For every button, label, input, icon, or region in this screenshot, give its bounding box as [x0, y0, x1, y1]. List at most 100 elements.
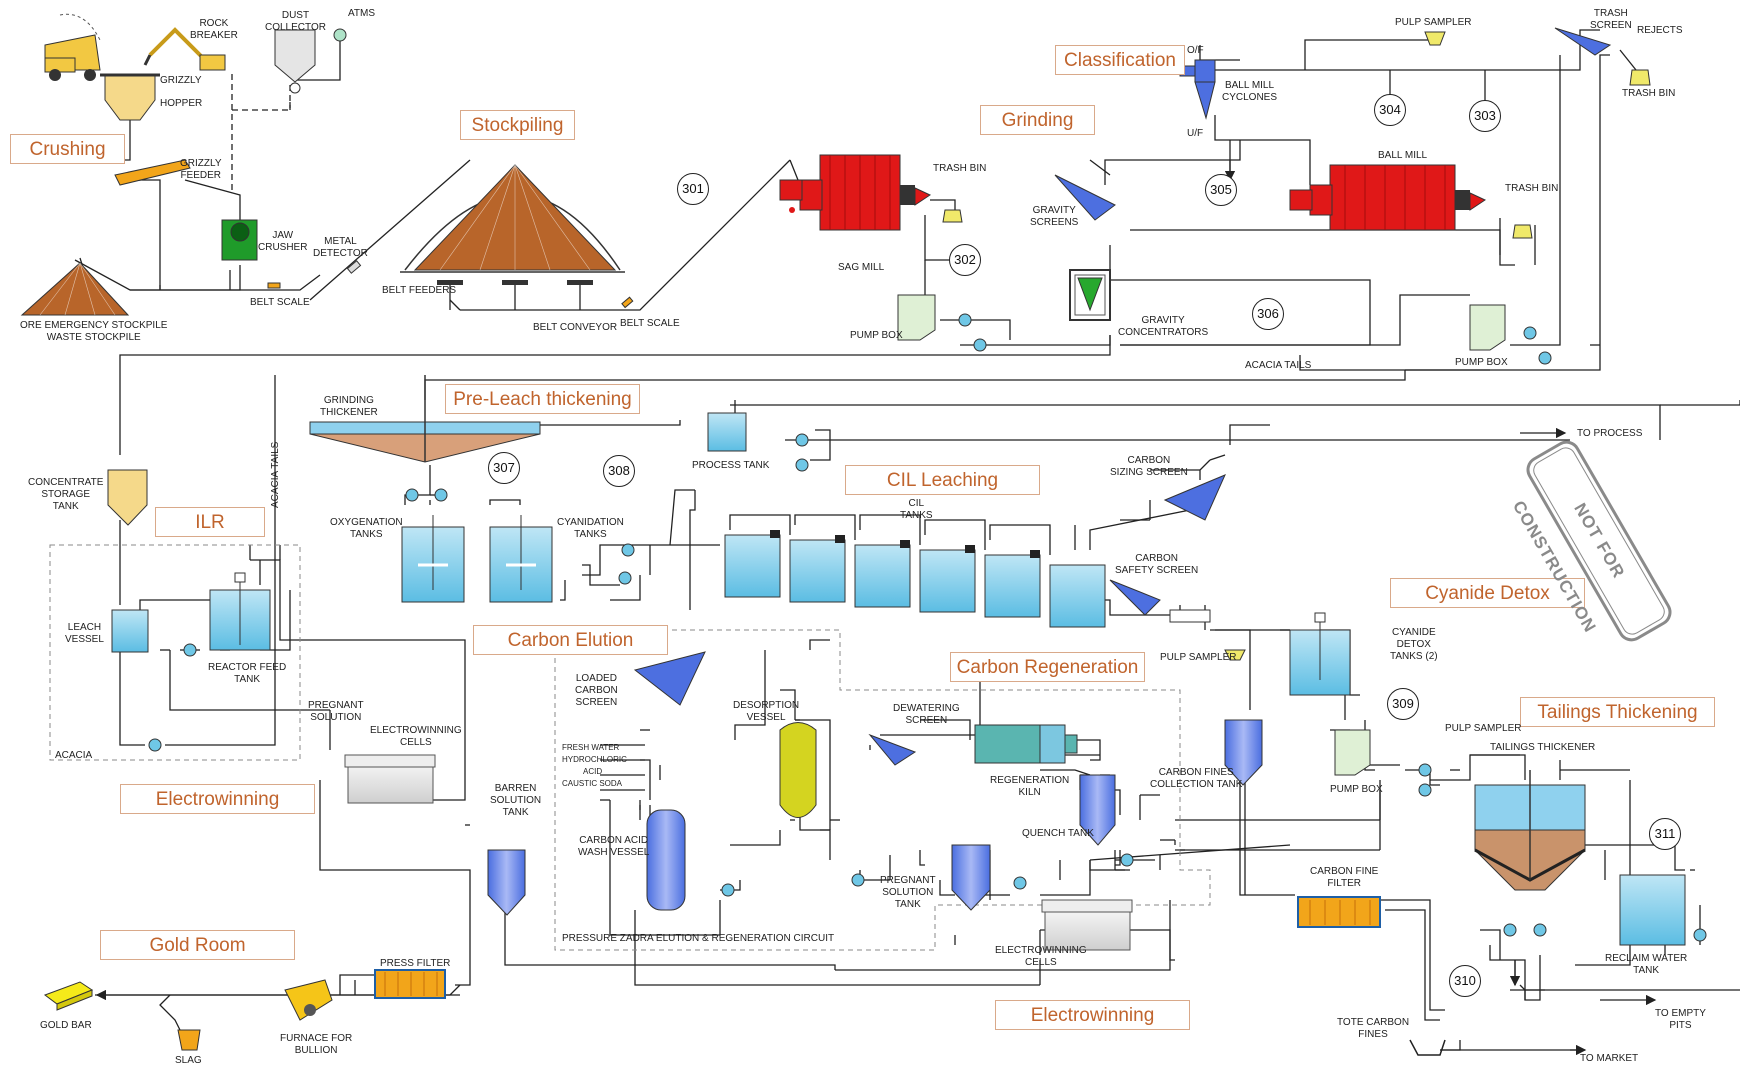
- label-tailings-thickener: TAILINGS THICKENER: [1490, 742, 1596, 753]
- pump-box-2-icon: [1469, 304, 1506, 351]
- oxygenation-tank-icon: [401, 515, 465, 603]
- tag-308: 308: [603, 455, 635, 487]
- section-label-preleach: Pre-Leach thickening: [445, 384, 640, 414]
- tag-305: 305: [1205, 174, 1237, 206]
- pulp-sampler-icon: [1424, 31, 1446, 46]
- sag-mill-icon: [779, 154, 932, 231]
- label-loaded-carbon-screen: LOADED CARBON SCREEN: [575, 673, 618, 708]
- label-trash-bin-2: TRASH BIN: [1505, 183, 1559, 194]
- regeneration-kiln-icon: [974, 724, 1078, 764]
- label-hydrochloric: HYDROCHLORIC: [562, 755, 627, 764]
- label-carbon-sizing-screen: CARBON SIZING SCREEN: [1110, 455, 1188, 478]
- section-label-classification: Classification: [1055, 45, 1185, 75]
- trash-screen-icon: [1554, 27, 1612, 56]
- label-gravity-concentrators: GRAVITY CONCENTRATORS: [1118, 315, 1209, 338]
- label-pregnant-solution-tank: PREGNANT SOLUTION TANK: [880, 875, 936, 910]
- label-dust-collector: DUST COLLECTOR: [265, 10, 326, 33]
- dewatering-screen-icon: [868, 733, 917, 766]
- cyanidation-tank-icon: [489, 515, 553, 603]
- pump-9-icon: [1013, 876, 1027, 890]
- label-regeneration-kiln: REGENERATION KILN: [990, 775, 1070, 798]
- label-pump-box-1: PUMP BOX: [850, 330, 903, 341]
- section-label-cyanide-detox: Cyanide Detox: [1390, 578, 1585, 608]
- label-pump-box-2: PUMP BOX: [1455, 357, 1508, 368]
- label-trash-bin-1: TRASH BIN: [933, 163, 987, 174]
- label-carbon-fine-filter: CARBON FINE FILTER: [1310, 866, 1379, 889]
- pump-4-icon: [405, 488, 635, 585]
- gravity-screen-icon: [1054, 174, 1116, 221]
- stockpile-dome-icon: [400, 164, 625, 273]
- concentrate-storage-tank-icon: [107, 469, 148, 526]
- pump-box-3-icon: [1334, 729, 1371, 776]
- label-pressure-zadra: PRESSURE ZADRA ELUTION & REGENERATION CI…: [562, 933, 835, 944]
- belt-scale-2-icon: [621, 296, 634, 309]
- carbon-fines-collection-tank-icon: [1224, 719, 1263, 786]
- label-oxygenation-tanks: OXYGENATION TANKS: [330, 517, 403, 540]
- boundary-boxes: [49, 544, 1211, 951]
- label-furnace: FURNACE FOR BULLION: [280, 1033, 353, 1056]
- gold-bar-icon: [43, 981, 94, 1011]
- section-label-stockpiling: Stockpiling: [460, 110, 575, 140]
- cyclone-icon: [1179, 59, 1216, 120]
- haul-truck-icon: [44, 13, 101, 81]
- label-pulp-sampler-1: PULP SAMPLER: [1395, 17, 1472, 28]
- pump-2-icon: [1523, 326, 1552, 365]
- label-concentrate-storage: CONCENTRATE STORAGE TANK: [28, 477, 104, 512]
- label-grizzly: GRIZZLY: [160, 75, 202, 86]
- label-grinding-thickener: GRINDING THICKENER: [320, 395, 378, 418]
- loaded-carbon-screen-icon: [633, 651, 706, 706]
- label-metal-detector: METAL DETECTOR: [313, 236, 368, 259]
- label-grizzly-feeder: GRIZZLY FEEDER: [180, 158, 222, 181]
- desorption-vessel-icon: [779, 722, 817, 818]
- rock-breaker-icon: [143, 27, 226, 71]
- label-press-filter: PRESS FILTER: [380, 958, 451, 969]
- label-belt-scale-1: BELT SCALE: [250, 297, 310, 308]
- ilr-boundary: [49, 544, 301, 761]
- safety-tank-icon: [1169, 609, 1211, 623]
- label-ball-mill: BALL MILL: [1378, 150, 1428, 161]
- tag-306: 306: [1252, 298, 1284, 330]
- label-rock-breaker: ROCK BREAKER: [190, 18, 238, 41]
- label-pulp-sampler-3: PULP SAMPLER: [1445, 723, 1522, 734]
- reclaim-water-tank-icon: [1619, 874, 1686, 946]
- pregnant-solution-tank-icon: [951, 844, 991, 911]
- reactor-feed-tank-icon: [209, 572, 271, 651]
- pump-3-icon: [795, 433, 809, 472]
- label-ball-mill-cyclones: BALL MILL CYCLONES: [1222, 80, 1278, 103]
- section-label-electrowinning-2: Electrowinning: [995, 1000, 1190, 1030]
- trash-bin-2-icon: [1512, 224, 1533, 239]
- tag-310: 310: [1449, 965, 1481, 997]
- tag-301: 301: [677, 173, 709, 205]
- carbon-fine-filter-icon: [1297, 896, 1381, 928]
- label-pulp-sampler-2: PULP SAMPLER: [1160, 652, 1237, 663]
- label-quench-tank: QUENCH TANK: [1022, 828, 1094, 839]
- barren-solution-tank-icon: [487, 849, 526, 916]
- electrowinning-cells-icon: [344, 754, 436, 804]
- label-caustic-soda: CAUSTIC SODA: [562, 779, 623, 788]
- label-barren-solution-tank: BARREN SOLUTION TANK: [490, 783, 542, 818]
- pulp-sampler-2-icon: [1224, 649, 1246, 661]
- section-label-gold-room: Gold Room: [100, 930, 295, 960]
- label-acid: ACID: [583, 767, 603, 776]
- furnace-icon: [284, 979, 333, 1021]
- pump-icon: [958, 313, 987, 352]
- section-label-carbon-elution: Carbon Elution: [473, 625, 668, 655]
- elution-boundary: [554, 629, 1211, 951]
- label-cil-tanks: CIL TANKS: [900, 498, 933, 521]
- acid-wash-vessel-icon: [646, 809, 686, 911]
- label-belt-feeders: BELT FEEDERS: [382, 285, 457, 296]
- jaw-crusher-icon: [221, 219, 258, 261]
- fan-icon: [333, 28, 347, 42]
- section-label-carbon-regen: Carbon Regeneration: [950, 652, 1145, 682]
- cyanide-detox-tank-icon: [1289, 612, 1351, 696]
- label-belt-conveyor: BELT CONVEYOR: [533, 322, 618, 333]
- tag-311: 311: [1649, 818, 1681, 850]
- pump-10-icon: [1418, 763, 1432, 797]
- belt-feeders-icon: [437, 280, 593, 285]
- label-tote-carbon-fines: TOTE CARBON FINES: [1337, 1017, 1410, 1040]
- label-trash-screen: TRASH SCREEN: [1590, 8, 1632, 31]
- pump-box-icon: [897, 294, 936, 341]
- tag-309: 309: [1387, 688, 1419, 720]
- tailings-thickener-icon: [1474, 770, 1586, 891]
